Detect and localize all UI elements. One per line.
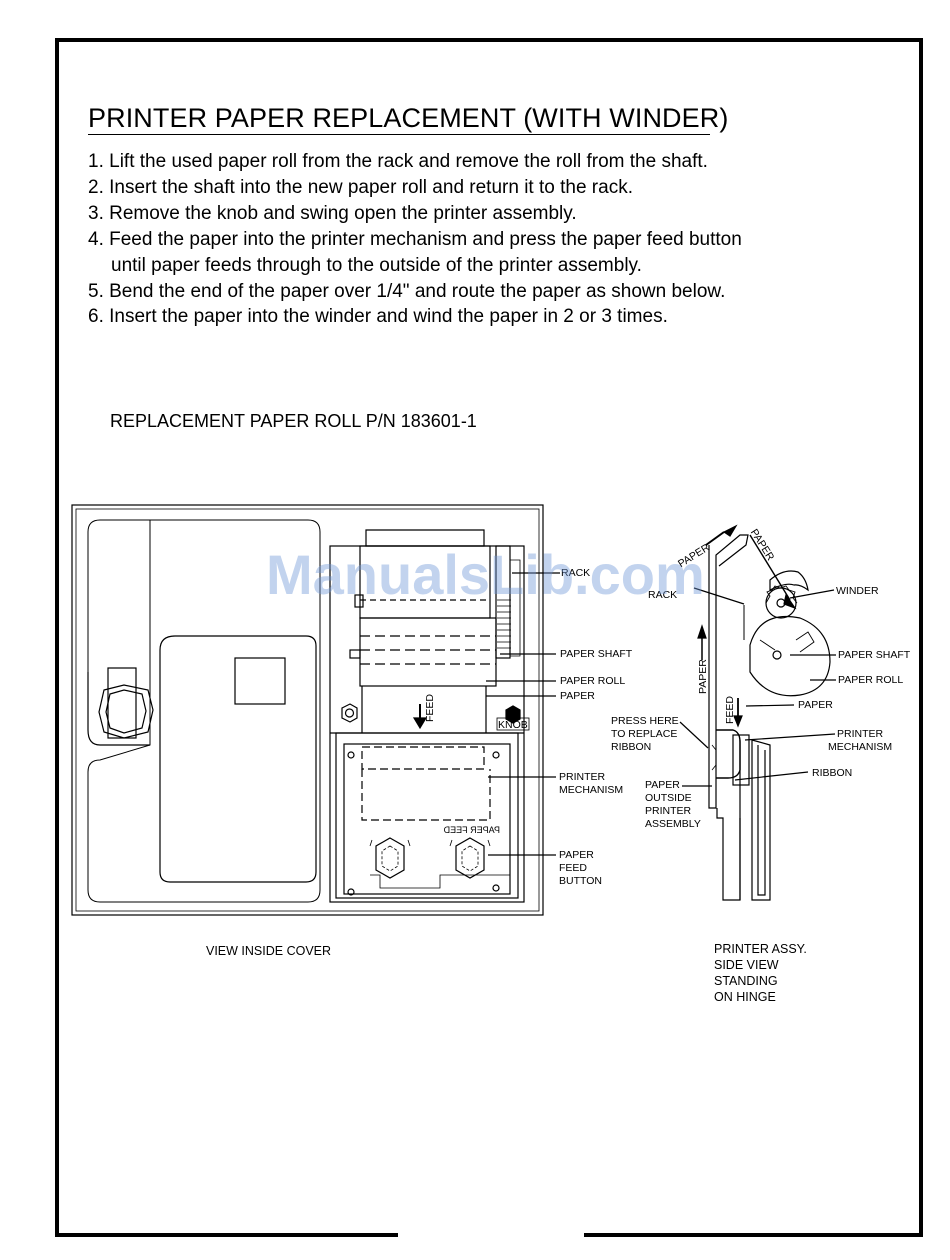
right-label-feed-vertical: FEED <box>724 695 736 724</box>
right-caption-line-3: STANDING <box>714 974 778 988</box>
step-2: 2. Insert the shaft into the new paper r… <box>88 177 633 198</box>
step-6: 6. Insert the paper into the winder and … <box>88 306 668 327</box>
left-label-mechanism: MECHANISM <box>559 784 624 796</box>
replacement-part-number: REPLACEMENT PAPER ROLL P/N 183601-1 <box>110 411 477 431</box>
inside-cover-diagram <box>71 504 560 916</box>
right-label-press-here-1: PRESS HERE <box>611 715 679 727</box>
step-5: 5. Bend the end of the paper over 1/4" a… <box>88 281 726 302</box>
left-label-paper-feed-1: PAPER <box>559 849 594 861</box>
right-label-winder: WINDER <box>836 585 879 597</box>
right-label-press-here-2: TO REPLACE <box>611 728 678 740</box>
side-view-diagram <box>679 524 836 901</box>
left-label-paper: PAPER <box>560 690 595 702</box>
left-label-paper-feed-2: FEED <box>559 862 588 874</box>
step-1: 1. Lift the used paper roll from the rac… <box>88 151 708 172</box>
right-label-paper-shaft: PAPER SHAFT <box>838 649 911 661</box>
right-label-paper-outside-1: PAPER <box>645 779 680 791</box>
left-label-paper-feed-3: BUTTON <box>559 875 602 887</box>
watermark: ManualsLib.com <box>266 543 705 606</box>
right-caption-line-1: PRINTER ASSY. <box>714 942 807 956</box>
right-label-rack: RACK <box>648 589 678 601</box>
right-label-paper-outside-3: PRINTER <box>645 805 692 817</box>
step-4: 4. Feed the paper into the printer mecha… <box>88 229 742 250</box>
right-label-paper: PAPER <box>798 699 833 711</box>
right-label-press-here-3: RIBBON <box>611 741 652 753</box>
step-4-continued: until paper feeds through to the outside… <box>111 255 642 276</box>
right-label-paper-vertical: PAPER <box>697 659 709 694</box>
right-caption-line-2: SIDE VIEW <box>714 958 779 972</box>
right-label-printer: PRINTER <box>837 728 884 740</box>
left-label-printer: PRINTER <box>559 771 606 783</box>
left-label-feed: FEED <box>424 693 436 722</box>
right-label-paper-roll: PAPER ROLL <box>838 674 904 686</box>
right-caption-line-4: ON HINGE <box>714 990 776 1004</box>
right-label-ribbon: RIBBON <box>812 767 853 779</box>
right-label-paper-outside-2: OUTSIDE <box>645 792 692 804</box>
page-border <box>55 38 923 1237</box>
right-label-paper-outside-4: ASSEMBLY <box>645 818 701 830</box>
left-label-rack: RACK <box>561 567 591 579</box>
title-underline <box>88 134 710 135</box>
left-label-paper-shaft: PAPER SHAFT <box>560 648 633 660</box>
left-label-paper-roll: PAPER ROLL <box>560 675 626 687</box>
step-3: 3. Remove the knob and swing open the pr… <box>88 203 577 224</box>
mirrored-button-label: PAPER FEED <box>443 825 500 835</box>
left-label-knob: KNOB <box>498 719 528 731</box>
right-label-mechanism: MECHANISM <box>828 741 893 753</box>
page-title: PRINTER PAPER REPLACEMENT (WITH WINDER) <box>88 103 729 133</box>
left-view-caption: VIEW INSIDE COVER <box>206 944 332 958</box>
